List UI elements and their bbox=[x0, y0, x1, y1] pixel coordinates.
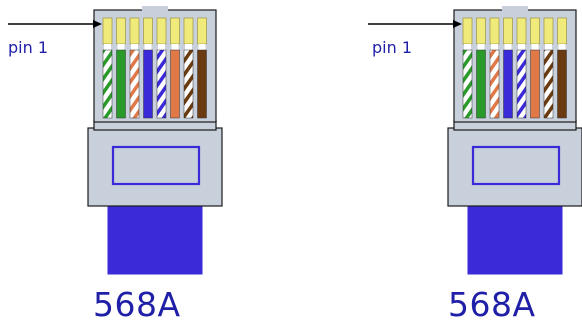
wire-white-green bbox=[462, 49, 473, 119]
pin-contact bbox=[476, 17, 486, 45]
pin-gap bbox=[198, 44, 206, 50]
standard-label-right: 568A bbox=[448, 285, 536, 324]
wire-blue bbox=[143, 49, 153, 119]
pin-gap bbox=[104, 44, 111, 50]
wire-white-brown bbox=[543, 49, 554, 119]
pin-gap bbox=[171, 44, 179, 50]
pin-gap bbox=[518, 44, 525, 50]
pin-contact bbox=[116, 17, 126, 45]
pin-contact bbox=[503, 17, 513, 45]
plug-tab bbox=[142, 6, 168, 11]
pin-contact bbox=[170, 17, 180, 45]
rj45-plug-right bbox=[368, 6, 582, 275]
pin-gap bbox=[545, 44, 552, 50]
wire-orange bbox=[170, 49, 180, 119]
pin-gap bbox=[531, 44, 539, 50]
pin-contact bbox=[129, 17, 140, 45]
plug-tab bbox=[502, 6, 528, 11]
pin-gap bbox=[117, 44, 125, 50]
plug-head bbox=[93, 9, 217, 123]
wire-white-brown bbox=[183, 49, 194, 119]
wire-white-orange bbox=[489, 49, 500, 119]
pin-contact bbox=[143, 17, 153, 45]
pin-1-arrowhead bbox=[93, 20, 102, 28]
pin-gap bbox=[491, 44, 498, 50]
pin-gap bbox=[504, 44, 512, 50]
wire-brown bbox=[557, 49, 567, 119]
pin-contact bbox=[543, 17, 554, 45]
latch-window bbox=[111, 145, 201, 186]
pin-gap bbox=[185, 44, 192, 50]
wire-white-green bbox=[102, 49, 113, 119]
pin-contact bbox=[102, 17, 113, 45]
pin-gap bbox=[144, 44, 152, 50]
pin-1-arrowhead bbox=[453, 20, 462, 28]
cable-jacket bbox=[107, 205, 203, 275]
wire-green bbox=[116, 49, 126, 119]
cable-jacket bbox=[467, 205, 563, 275]
pin-gap bbox=[131, 44, 138, 50]
pin-contact bbox=[489, 17, 500, 45]
pin-contact bbox=[156, 17, 167, 45]
wire-brown bbox=[197, 49, 207, 119]
wire-white-blue bbox=[516, 49, 527, 119]
wire-white-orange bbox=[129, 49, 140, 119]
plug-head bbox=[453, 9, 577, 123]
pin-contact bbox=[530, 17, 540, 45]
wire-blue bbox=[503, 49, 513, 119]
pin-gap bbox=[477, 44, 485, 50]
wire-orange bbox=[530, 49, 540, 119]
pin-contact bbox=[516, 17, 527, 45]
pin-gap bbox=[558, 44, 566, 50]
pin-contact bbox=[557, 17, 567, 45]
pin-gap bbox=[158, 44, 165, 50]
pin-1-label-right: pin 1 bbox=[372, 38, 413, 57]
pin-contact bbox=[462, 17, 473, 45]
rj45-plug-left bbox=[8, 6, 223, 275]
latch-window bbox=[471, 145, 561, 186]
wire-green bbox=[476, 49, 486, 119]
pin-gap bbox=[464, 44, 471, 50]
standard-label-left: 568A bbox=[93, 285, 181, 324]
pin-1-label-left: pin 1 bbox=[8, 38, 49, 57]
wire-white-blue bbox=[156, 49, 167, 119]
pin-contact bbox=[183, 17, 194, 45]
pin-contact bbox=[197, 17, 207, 45]
